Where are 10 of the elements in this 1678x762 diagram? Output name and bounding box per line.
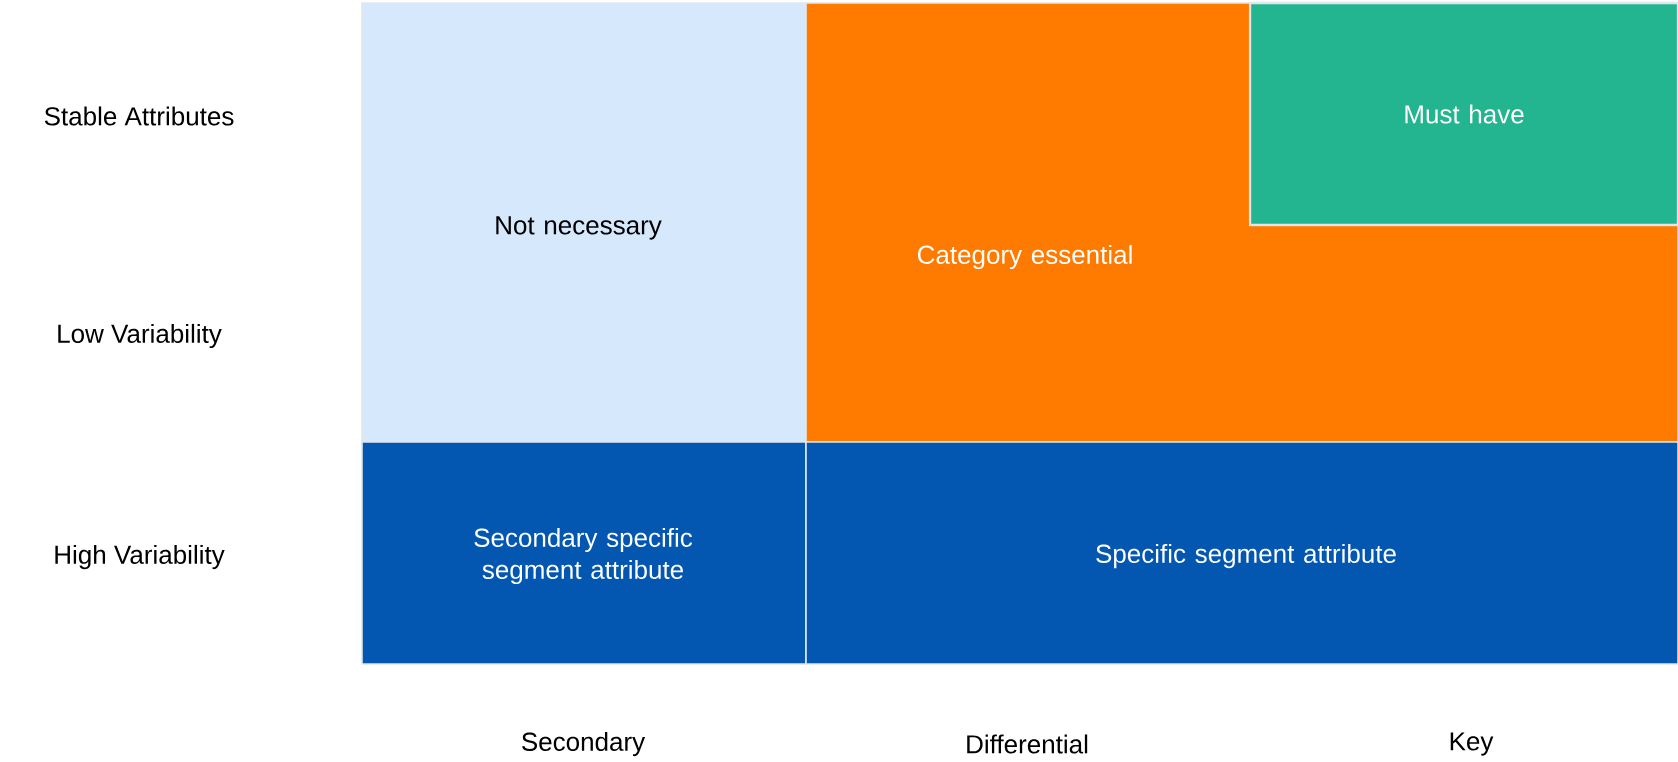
quadrant-box: Must have [1248,1,1678,227]
column-label: Key [1450,732,1494,756]
row-label: Low Variability [58,323,222,349]
quadrant-box: Secondary specific segment attribute [361,441,807,665]
row-label: High Variability [55,544,225,570]
quadrant-box: Not necessary [361,2,807,443]
column-label: Secondary [522,731,646,757]
row-label: Stable Attributes [44,106,234,126]
column-label: Differential [967,734,1088,754]
quadrant-box: Specific segment attribute [805,441,1678,665]
